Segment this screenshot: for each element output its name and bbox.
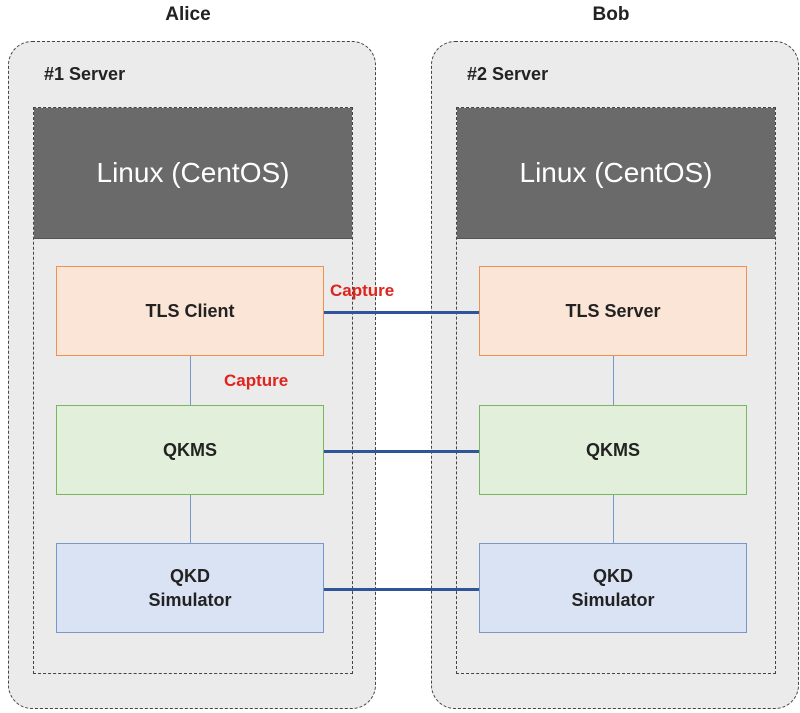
tls-server-label: TLS Server xyxy=(565,300,661,321)
server-1-qkd-line1: QKD xyxy=(170,565,210,586)
server-1-title: #1 Server xyxy=(44,64,126,84)
server-2-qkms-qkd-connector xyxy=(613,495,614,543)
server-1-qkms-box: QKMS xyxy=(56,405,324,495)
server-2-title: #2 Server xyxy=(467,64,549,84)
alice-label: Alice xyxy=(165,4,211,25)
qkd-link xyxy=(324,588,479,591)
server-2-os: Linux (CentOS) xyxy=(457,108,775,239)
capture-label-tls-link: Capture xyxy=(330,281,395,300)
tls-client-box: TLS Client xyxy=(56,266,324,356)
server-2-qkd-line2: Simulator xyxy=(571,590,655,610)
qkms-link xyxy=(324,450,479,453)
server-2-stack: Linux (CentOS) TLS Server QKMS QKD Simul… xyxy=(456,107,776,674)
server-2: #2 Server Linux (CentOS) TLS Server QKMS… xyxy=(431,41,799,709)
server-1-tls-qkms-connector xyxy=(190,356,191,405)
server-2-qkd-box: QKD Simulator xyxy=(479,543,747,633)
server-1-stack: Linux (CentOS) TLS Client QKMS QKD Simul… xyxy=(33,107,353,674)
server-2-qkms-label: QKMS xyxy=(586,439,640,460)
server-1-os: Linux (CentOS) xyxy=(34,108,352,239)
server-1-qkms-label: QKMS xyxy=(163,439,217,460)
server-1-qkms-qkd-connector xyxy=(190,495,191,543)
server-2-tls-qkms-connector xyxy=(613,356,614,405)
server-2-qkd-line1: QKD xyxy=(593,565,633,586)
capture-label-internal: Capture xyxy=(224,371,289,390)
server-1-qkd-line2: Simulator xyxy=(148,590,232,610)
bob-label: Bob xyxy=(592,4,630,25)
tls-server-box: TLS Server xyxy=(479,266,747,356)
server-1-qkd-box: QKD Simulator xyxy=(56,543,324,633)
tls-client-label: TLS Client xyxy=(145,300,235,321)
tls-link xyxy=(324,311,479,314)
server-2-qkms-box: QKMS xyxy=(479,405,747,495)
server-1: #1 Server Linux (CentOS) TLS Client QKMS… xyxy=(8,41,376,709)
